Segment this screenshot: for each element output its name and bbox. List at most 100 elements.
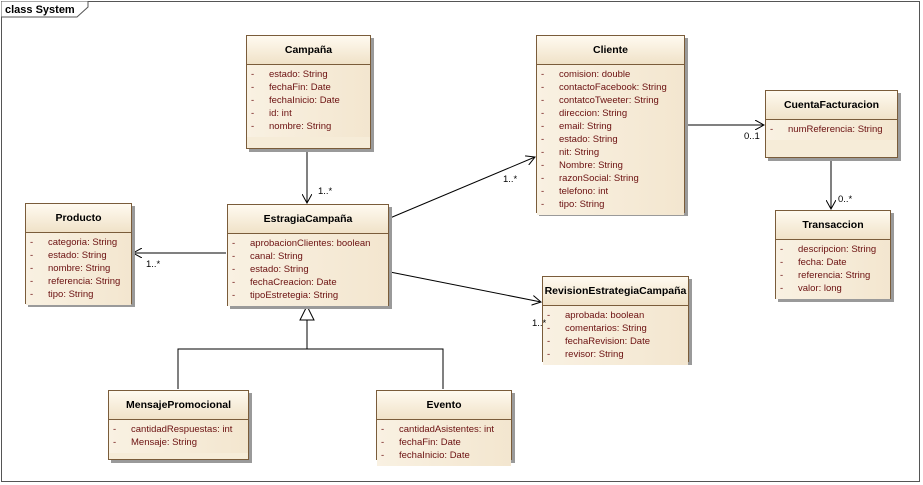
visibility-marker: -	[113, 424, 117, 435]
attribute-row: - id: int	[251, 107, 366, 120]
attribute-row: -fechaRevision: Date	[547, 335, 684, 348]
attribute-text: razonSocial: String	[559, 173, 639, 184]
attribute-row: -canal: String	[232, 250, 384, 263]
class-campana[interactable]: Campaña -estado: String-fechaFin: Date-f…	[246, 35, 371, 149]
visibility-marker: -	[251, 95, 255, 106]
visibility-marker: -	[541, 160, 545, 171]
visibility-marker: -	[251, 108, 255, 119]
multiplicity-estrategia-revision: 1..*	[532, 318, 547, 329]
visibility-marker: -	[541, 134, 545, 145]
class-name: Transaccion	[776, 211, 890, 240]
attribute-text: canal: String	[250, 251, 303, 262]
visibility-marker: -	[541, 173, 545, 184]
visibility-marker: -	[780, 270, 784, 281]
visibility-marker: -	[30, 250, 34, 261]
visibility-marker: -	[780, 244, 784, 255]
attribute-text: aprobacionClientes: boolean	[250, 238, 371, 249]
attribute-text: numReferencia: String	[788, 124, 883, 135]
attribute-row: -comision: double	[541, 68, 680, 81]
visibility-marker: -	[541, 199, 545, 210]
attribute-text: estado: String	[559, 134, 618, 145]
class-name: Cliente	[537, 36, 684, 65]
attribute-row: -telefono: int	[541, 185, 680, 198]
class-producto[interactable]: Producto -categoria: String-estado: Stri…	[25, 203, 132, 305]
assoc-estrategia-revision	[389, 271, 541, 302]
class-transaccion[interactable]: Transaccion - descripcion: String - fecha: …	[775, 210, 891, 299]
attribute-row: - nit: String	[541, 146, 680, 159]
multiplicity-estrategia-cliente: 1..*	[503, 174, 518, 185]
visibility-marker: -	[780, 283, 784, 294]
attribute-text: id: int	[269, 108, 292, 119]
visibility-marker: -	[547, 336, 551, 347]
multiplicity-estrategia-producto: 1..*	[146, 259, 161, 270]
class-name: Evento	[377, 391, 511, 420]
attribute-text: descripcion: String	[798, 244, 877, 255]
attribute-row: -fechaFin: Date	[381, 436, 507, 449]
attribute-text: nit: String	[559, 147, 600, 158]
class-cuenta-facturacion[interactable]: CuentaFacturacion -numReferencia: String	[765, 90, 898, 158]
attribute-text: referencia: String	[798, 270, 871, 281]
visibility-marker: -	[30, 263, 34, 274]
attribute-text: fechaFin: Date	[269, 82, 331, 93]
visibility-marker: -	[30, 276, 34, 287]
generalization-tree	[177, 304, 444, 389]
visibility-marker: -	[232, 290, 236, 301]
class-name: Campaña	[247, 36, 370, 65]
visibility-marker: -	[541, 95, 545, 106]
attribute-row: -revisor: String	[547, 348, 684, 361]
multiplicity-cliente-cuenta: 0..1	[744, 131, 760, 142]
attribute-row: -comentarios: String	[547, 322, 684, 335]
attribute-row: -Mensaje: String	[113, 436, 244, 449]
class-revision-estrategia-campana[interactable]: RevisionEstrategiaCampaña -aprobada: boo…	[542, 276, 689, 365]
visibility-marker: -	[780, 257, 784, 268]
class-mensaje-promocional[interactable]: MensajePromocional -cantidadRespuestas: …	[108, 390, 249, 460]
visibility-marker: -	[381, 450, 385, 461]
attribute-text: cantidadRespuestas: int	[131, 424, 233, 435]
multiplicity-campana-estrategia: 1..*	[318, 186, 333, 197]
attribute-text: estado: String	[48, 250, 107, 261]
attribute-row: -nombre: String	[251, 120, 366, 133]
diagram-title: class System	[5, 4, 75, 16]
attribute-text: fecha: Date	[798, 257, 847, 268]
attribute-row: -fechaCreacion: Date	[232, 276, 384, 289]
visibility-marker: -	[541, 121, 545, 132]
attribute-list: -cantidadAsistentes: int-fechaFin: Date-…	[377, 420, 511, 466]
attribute-list: -aprobada: boolean-comentarios: String-f…	[543, 306, 688, 365]
attribute-text: fechaInicio: Date	[269, 95, 340, 106]
attribute-row: - fecha: Date	[780, 256, 886, 269]
visibility-marker: -	[547, 310, 551, 321]
attribute-row: -categoria: String	[30, 236, 127, 249]
attribute-list: - aprobacionClientes: boolean-canal: Stri…	[228, 234, 388, 306]
attribute-row: -tipo: String	[30, 288, 127, 301]
attribute-text: tipoEstretegia: String	[250, 290, 339, 301]
attribute-row: - direccion: String	[541, 107, 680, 120]
attribute-list: -categoria: String-estado: String-nombre…	[26, 233, 131, 305]
attribute-text: categoria: String	[48, 237, 118, 248]
attribute-row: -tipo: String	[541, 198, 680, 211]
visibility-marker: -	[547, 349, 551, 360]
attribute-text: valor: long	[798, 283, 842, 294]
attribute-row: - descripcion: String	[780, 243, 886, 256]
class-name: RevisionEstrategiaCampaña	[543, 277, 688, 306]
visibility-marker: -	[541, 108, 545, 119]
attribute-text: direccion: String	[559, 108, 628, 119]
visibility-marker: -	[251, 82, 255, 93]
attribute-row: - referencia: String	[780, 269, 886, 282]
visibility-marker: -	[30, 289, 34, 300]
attribute-row: -contatcoTweeter: String	[541, 94, 680, 107]
visibility-marker: -	[541, 186, 545, 197]
visibility-marker: -	[770, 124, 774, 135]
class-estrategia-campana[interactable]: EstragiaCampaña -aprobacionClientes: boo…	[227, 204, 389, 306]
class-cliente[interactable]: Cliente -comision: double-contactoFacebo…	[536, 35, 685, 215]
attribute-text: fechaFin: Date	[399, 437, 461, 448]
attribute-row: -referencia: String	[30, 275, 127, 288]
attribute-text: cantidadAsistentes: int	[399, 424, 495, 435]
visibility-marker: -	[251, 121, 255, 132]
attribute-row: - estado: String	[541, 133, 680, 146]
class-evento[interactable]: Evento -cantidadAsistentes: int-fechaFin…	[376, 390, 512, 466]
attribute-row: -aprobada: boolean	[547, 309, 684, 322]
visibility-marker: -	[541, 147, 545, 158]
visibility-marker: -	[381, 424, 385, 435]
